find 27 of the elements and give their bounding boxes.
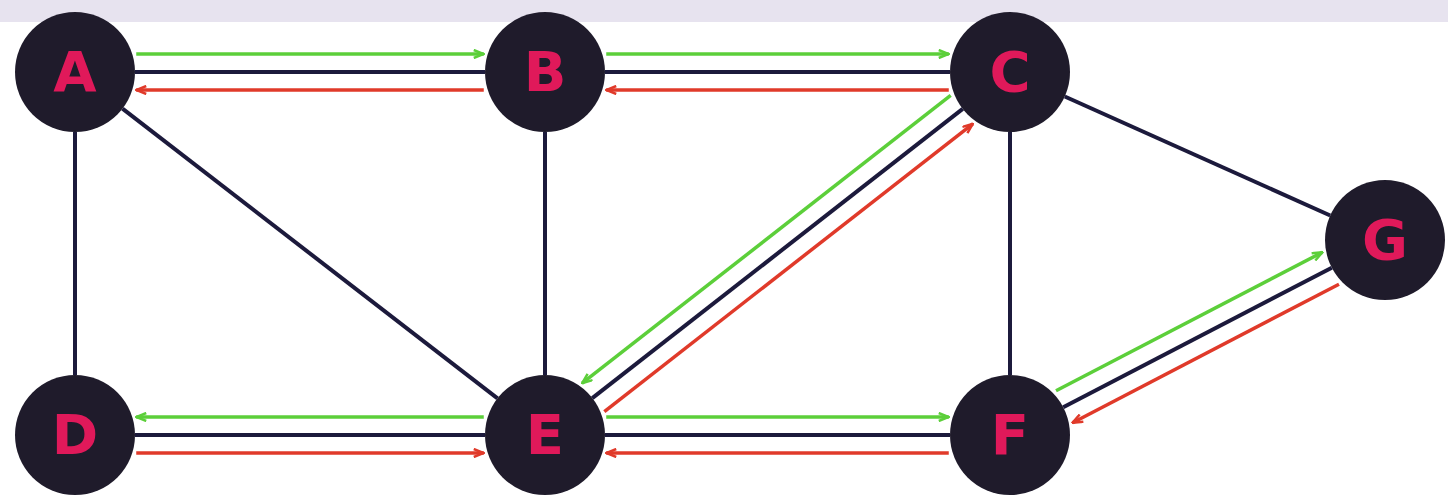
arrow bbox=[1071, 282, 1340, 425]
edge-line bbox=[605, 70, 950, 74]
edge-line bbox=[121, 107, 499, 400]
vertex-label: C bbox=[989, 44, 1031, 100]
edge-line bbox=[543, 132, 547, 375]
vertex-label: D bbox=[51, 407, 99, 463]
arrow bbox=[135, 411, 484, 423]
vertex-label: G bbox=[1362, 212, 1408, 268]
arrow bbox=[605, 447, 949, 459]
arrow bbox=[606, 411, 950, 423]
vertex-label: A bbox=[53, 44, 97, 100]
edge-line bbox=[1062, 265, 1333, 410]
vertex-label: F bbox=[990, 407, 1030, 463]
edge-line bbox=[605, 433, 950, 437]
edge-line bbox=[135, 70, 485, 74]
arrow bbox=[605, 84, 949, 96]
arrow bbox=[135, 84, 484, 96]
arrow bbox=[136, 48, 485, 60]
edge-line bbox=[1063, 94, 1332, 218]
edge-line bbox=[135, 433, 485, 437]
edge-line bbox=[73, 132, 77, 375]
arrow bbox=[606, 48, 950, 60]
arrow bbox=[136, 447, 485, 459]
vertex-label: B bbox=[523, 44, 567, 100]
edge-line bbox=[1008, 132, 1012, 375]
vertex-label: E bbox=[525, 407, 565, 463]
arrow bbox=[1055, 250, 1324, 393]
